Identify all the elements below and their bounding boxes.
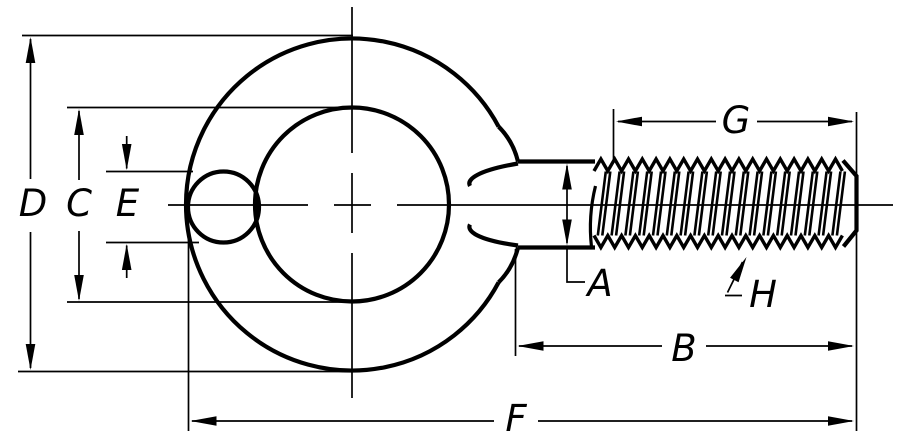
dimension-lines: [31, 39, 853, 421]
dim-label-h: H: [749, 273, 777, 316]
arrowhead: [828, 341, 854, 351]
arrowhead: [828, 416, 854, 426]
thread-flanks: [598, 172, 845, 236]
arrowhead: [730, 257, 746, 282]
dim-label-b: B: [671, 327, 696, 370]
threads: [594, 159, 845, 248]
eye-blend-top: [469, 164, 518, 187]
dim-label-e: E: [116, 182, 140, 225]
dim-label-d: D: [19, 182, 48, 225]
arrowhead: [191, 416, 217, 426]
arrowhead: [74, 275, 84, 301]
thread-crest-bottom: [594, 236, 842, 248]
dim-label-c: C: [66, 182, 92, 225]
neck-fillet-top: [499, 127, 518, 162]
extension-lines: [18, 36, 857, 432]
arrowhead: [74, 109, 84, 135]
arrowhead: [122, 144, 132, 170]
eye-section-circle: [188, 172, 259, 243]
dim-label-a: A: [585, 262, 612, 305]
arrowhead: [26, 344, 36, 370]
dim-label-g: G: [722, 99, 751, 142]
dimension-labels: D C E A G H B F: [19, 99, 777, 439]
arrowhead: [518, 341, 544, 351]
eye-blend-bottom: [469, 225, 518, 246]
arrowheads: [26, 37, 854, 426]
thread-crest-top: [594, 159, 842, 171]
centerlines: [168, 7, 893, 398]
arrowhead: [26, 37, 36, 63]
arrowhead: [828, 117, 854, 127]
leader-a: [567, 249, 585, 282]
dim-label-f: F: [505, 397, 527, 439]
arrowhead: [562, 164, 572, 190]
arrowhead: [122, 244, 132, 270]
arrowhead: [562, 220, 572, 246]
arrowhead: [616, 117, 642, 127]
